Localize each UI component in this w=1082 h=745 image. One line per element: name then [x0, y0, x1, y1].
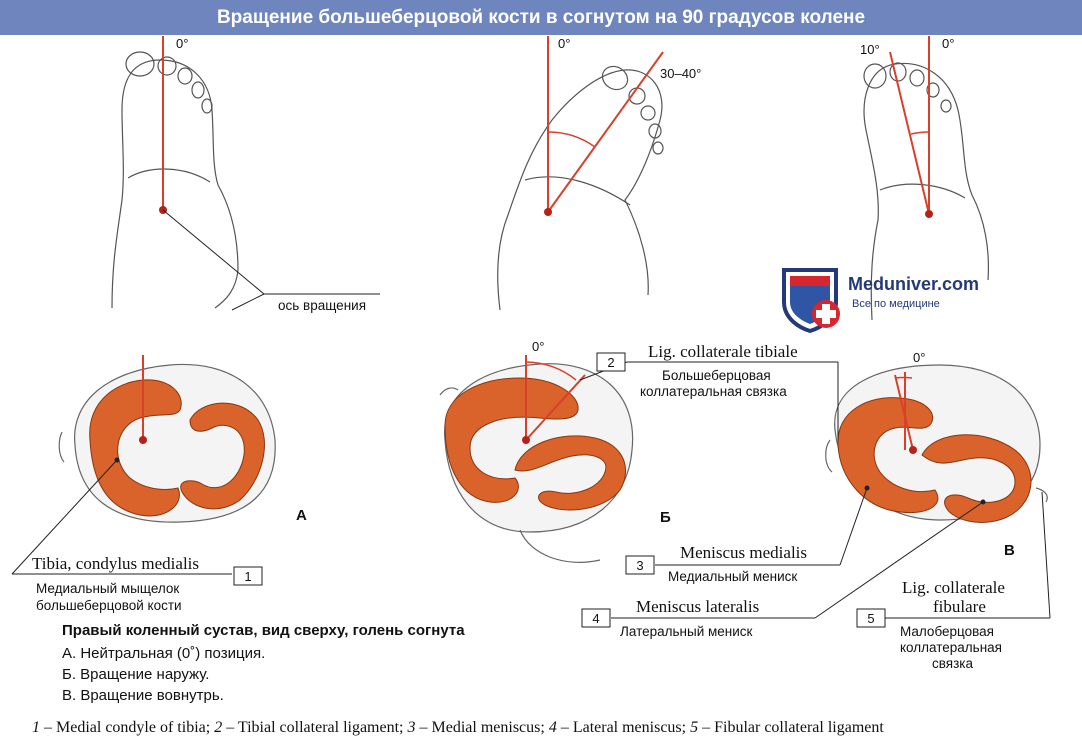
- label-1-russian-line1: Медиальный мыщелок: [36, 581, 179, 596]
- label-3-number: 3: [636, 558, 643, 573]
- legend-2-number: 2: [214, 719, 223, 736]
- legend-1-text: – Medial condyle of tibia;: [40, 719, 215, 736]
- label-2-latin: Lig. collaterale tibiale: [648, 342, 798, 361]
- panel-c-tibial-plateau: [825, 364, 1048, 523]
- panel-b-medial-meniscus: [444, 377, 579, 503]
- page-title: Вращение большеберцовой кости в согнутом…: [216, 7, 866, 28]
- figure-caption: Правый коленный сустав, вид сверху, голе…: [62, 622, 582, 706]
- legend-3-number: 3: [407, 719, 416, 736]
- panel-a-medial-meniscus: [89, 379, 182, 517]
- axis-of-rotation-label: ось вращения: [278, 298, 366, 313]
- label-5-number-box: [856, 608, 886, 628]
- caption-title: Правый коленный сустав, вид сверху, голе…: [62, 622, 465, 639]
- foot-c-rotation-angle-label: 10°: [860, 42, 880, 57]
- legend-5-number: 5: [690, 719, 699, 736]
- page-title-banner: Вращение большеберцовой кости в согнутом…: [0, 0, 1082, 35]
- label-4-leaders: [611, 501, 984, 619]
- panel-a-lateral-meniscus: [180, 402, 265, 510]
- label-4-number-box: [581, 608, 611, 628]
- foot-b-angle-arc: [547, 131, 596, 148]
- legend-4-text: – Lateral meniscus;: [556, 719, 691, 736]
- label-1-leaders: [11, 459, 232, 575]
- legend-4-number: 4: [548, 719, 557, 736]
- label-5-russian-line2: коллатеральная: [900, 640, 1002, 655]
- label-5-leaders: [885, 491, 1051, 619]
- foot-c-neutral-angle-label: 0°: [942, 36, 954, 51]
- foot-c-axis-point: [925, 210, 933, 218]
- caption-line-a: А. Нейтральная (0˚) позиция.: [62, 645, 266, 662]
- label-4-latin: Meniscus lateralis: [636, 597, 759, 616]
- panel-c-letter: В: [1004, 542, 1015, 559]
- panel-b-rotated-axis-line: [525, 374, 586, 441]
- logo-tagline: Все по медицине: [852, 298, 940, 310]
- panel-b-axis-point: [522, 436, 530, 444]
- panel-a-letter: А: [296, 507, 307, 524]
- foot-b-neutral-angle-label: 0°: [558, 36, 570, 51]
- axis-label-leader: [162, 209, 380, 311]
- label-1-number: 1: [244, 569, 251, 584]
- label-5-russian-line1: Малоберцовая: [900, 624, 994, 639]
- label-5-number: 5: [867, 611, 874, 626]
- panel-c-axis-point: [909, 446, 917, 454]
- shield-cross-icon: [782, 268, 840, 334]
- foot-c-angle-arc: [910, 131, 930, 135]
- foot-b-rotated-axis-line: [547, 51, 664, 213]
- caption-line-b: Б. Вращение наружу.: [62, 666, 210, 683]
- panel-c-angle-label: 0°: [913, 350, 925, 365]
- english-legend: 1 – Medial condyle of tibia; 2 – Tibial …: [32, 719, 1082, 737]
- panel-c-rotated-axis-line: [894, 374, 914, 451]
- label-2-number-box: [596, 352, 626, 372]
- label-2-russian-line1: Большеберцовая: [662, 368, 771, 383]
- panel-b-angle-label: 0°: [532, 339, 544, 354]
- label-1-number-box: [233, 566, 263, 586]
- label-2-russian-line2: коллатеральная связка: [640, 384, 787, 399]
- label-1-latin: Tibia, condylus medialis: [32, 554, 199, 573]
- label-2-number: 2: [607, 355, 614, 370]
- panel-b-lateral-meniscus: [514, 435, 627, 511]
- foot-c-rotated-axis-line: [889, 51, 930, 215]
- foot-b-rotation-angle-label: 30–40°: [660, 66, 701, 81]
- label-3-russian: Медиальный мениск: [668, 569, 797, 584]
- legend-5-text: – Fibular collateral ligament: [698, 719, 884, 736]
- foot-a-illustration: [111, 51, 239, 309]
- label-3-leaders: [655, 487, 868, 566]
- label-5-latin-line1: Lig. collaterale: [902, 578, 1005, 597]
- logo-name: Meduniver.com: [848, 274, 980, 294]
- legend-2-text: – Tibial collateral ligament;: [222, 719, 408, 736]
- legend-1-number: 1: [32, 719, 40, 736]
- caption-line-c: В. Вращение вовнутрь.: [62, 687, 224, 704]
- label-3-number-box: [625, 555, 655, 575]
- label-1-russian-line2: большеберцовой кости: [36, 598, 182, 613]
- panel-a-tibial-plateau: [58, 363, 276, 523]
- label-4-number: 4: [592, 611, 599, 626]
- meduniver-logo: Meduniver.com Все по медицине: [778, 264, 998, 334]
- foot-b-illustration: [497, 65, 664, 311]
- label-5-latin-line2: fibulare: [933, 597, 986, 616]
- panel-b-letter: Б: [660, 509, 671, 526]
- panel-b-angle-arc: [525, 361, 577, 381]
- legend-3-text: – Medial meniscus;: [415, 719, 549, 736]
- panel-a-axis-point: [139, 436, 147, 444]
- label-4-russian: Латеральный мениск: [620, 624, 753, 639]
- foot-a-angle-label: 0°: [176, 36, 188, 51]
- panel-c-lateral-meniscus: [921, 434, 1032, 523]
- label-3-latin: Meniscus medialis: [680, 543, 807, 562]
- label-5-russian-line3: связка: [932, 656, 973, 671]
- foot-b-axis-point: [544, 208, 552, 216]
- panel-b-tibial-plateau: [439, 363, 634, 563]
